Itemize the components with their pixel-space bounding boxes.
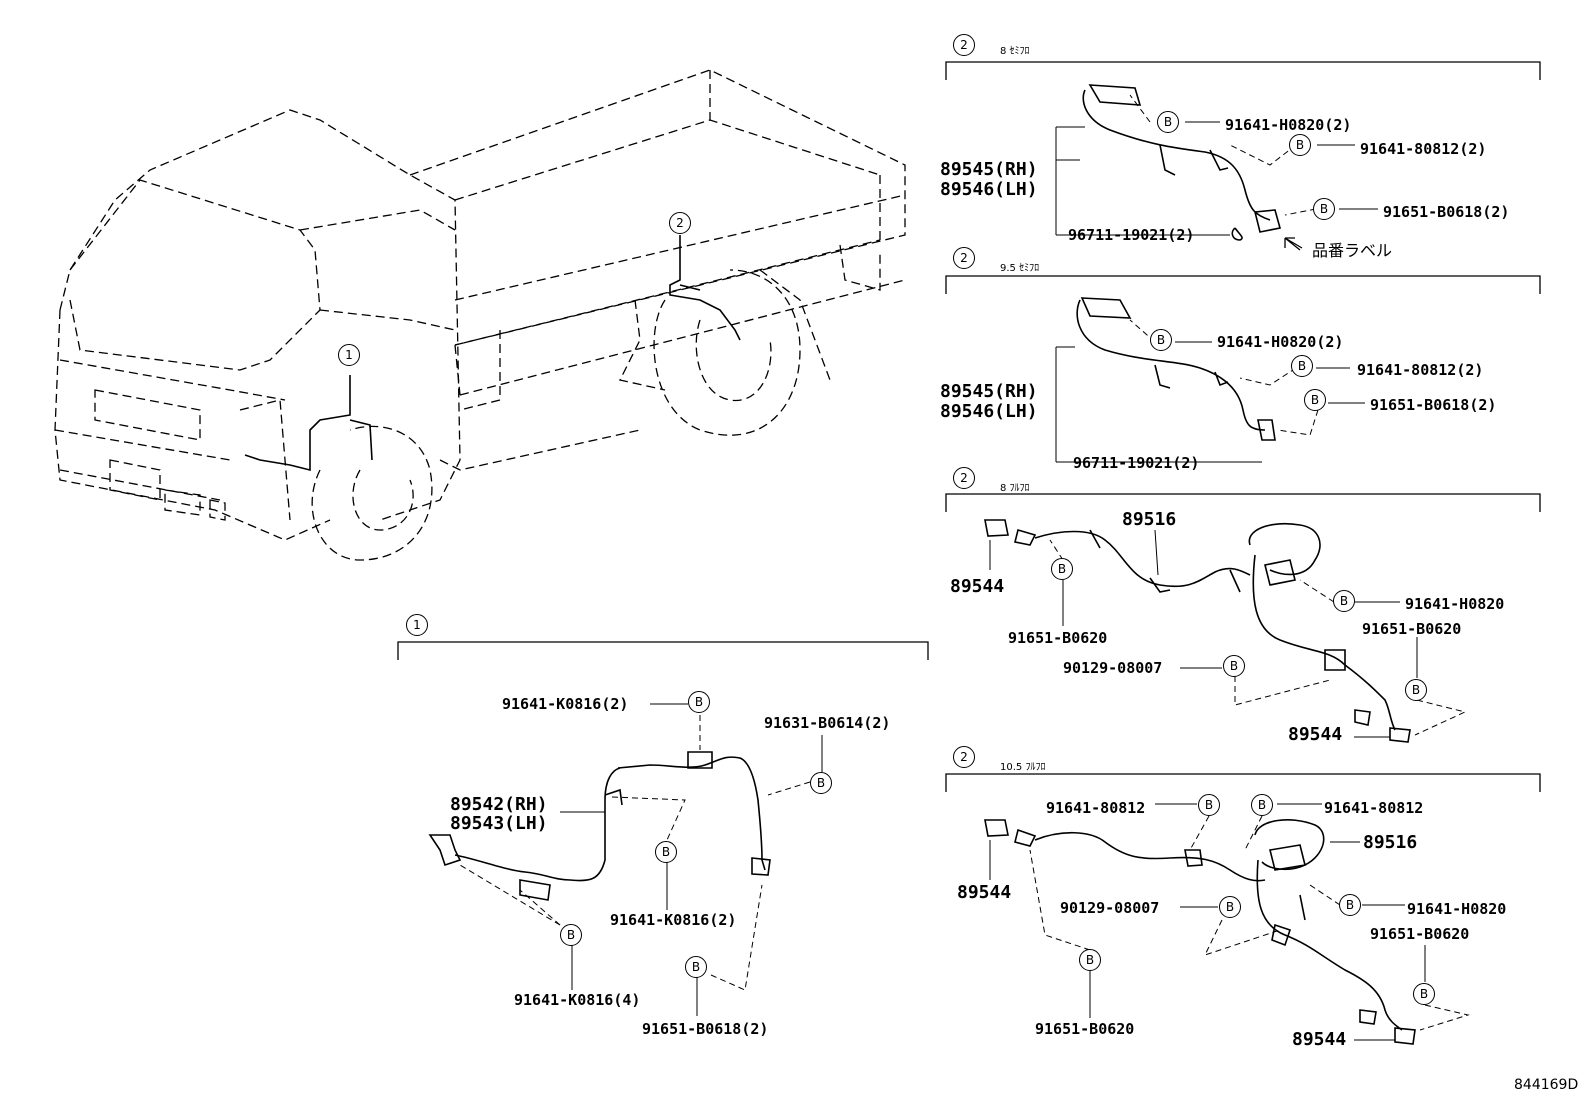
part-number: 91641-H0820 bbox=[1405, 595, 1505, 613]
part-number-rh: 89545(RH) bbox=[940, 159, 1038, 180]
part-number: 91641-80812(2) bbox=[1357, 361, 1484, 379]
bolt-b-marker: B bbox=[810, 772, 832, 794]
s2a-harness bbox=[1082, 84, 1282, 241]
bolt-b-marker: B bbox=[1051, 558, 1073, 580]
part-number: 89516 bbox=[1363, 832, 1418, 853]
bolt-b-marker: B bbox=[655, 841, 677, 863]
s2c-harness bbox=[984, 519, 1411, 743]
section-2d-number: 2 bbox=[953, 746, 975, 768]
part-number: 89544 bbox=[957, 882, 1012, 903]
section-2a-subtitle: 8 ｾﾐﾌﾛ bbox=[1000, 46, 1030, 57]
part-number: 96711-19021(2) bbox=[1068, 226, 1195, 244]
s2b-harness bbox=[1076, 297, 1276, 441]
bolt-b-marker: B bbox=[560, 924, 582, 946]
part-number: 90129-08007 bbox=[1063, 659, 1163, 677]
s1-leaders bbox=[560, 703, 823, 1016]
part-number: 91651-B0620 bbox=[1370, 925, 1470, 943]
bolt-b-marker: B bbox=[1405, 679, 1427, 701]
part-number: 91641-K0816(2) bbox=[502, 695, 629, 713]
part-number: 91651-B0618(2) bbox=[1383, 203, 1510, 221]
part-number-lh: 89546(LH) bbox=[940, 179, 1038, 200]
figure-id: 844169D bbox=[1514, 1077, 1579, 1093]
part-number: 89516 bbox=[1122, 509, 1177, 530]
bolt-b-marker: B bbox=[1219, 896, 1241, 918]
part-number: 91641-H0820(2) bbox=[1217, 333, 1344, 351]
part-number: 89544 bbox=[1288, 724, 1343, 745]
bolt-b-marker: B bbox=[1304, 389, 1326, 411]
part-number: 89544 bbox=[950, 576, 1005, 597]
s2d-harness bbox=[984, 819, 1416, 1045]
truck-harness bbox=[244, 235, 741, 472]
section-frames bbox=[397, 61, 1541, 792]
bolt-b-marker: B bbox=[1198, 794, 1220, 816]
section-2b-number: 2 bbox=[953, 247, 975, 269]
section-1-number: 1 bbox=[406, 614, 428, 636]
bolt-b-marker: B bbox=[1251, 794, 1273, 816]
part-number: 91651-B0620 bbox=[1035, 1020, 1135, 1038]
part-number: 90129-08007 bbox=[1060, 899, 1160, 917]
section-2c-number: 2 bbox=[953, 467, 975, 489]
label-note: 品番ラベル bbox=[1312, 241, 1393, 260]
bolt-b-marker: B bbox=[1313, 198, 1335, 220]
part-number: 91641-80812 bbox=[1046, 799, 1146, 817]
part-number: 89544 bbox=[1292, 1029, 1347, 1050]
part-number-rh: 89545(RH) bbox=[940, 381, 1038, 402]
part-number: 91641-80812(2) bbox=[1360, 140, 1487, 158]
callout-2: 2 bbox=[669, 212, 691, 234]
section-2c-subtitle: 8 ﾌﾙﾌﾛ bbox=[1000, 483, 1030, 494]
part-number: 91641-H0820 bbox=[1407, 900, 1507, 918]
bolt-b-marker: B bbox=[1333, 590, 1355, 612]
truck-outline bbox=[54, 69, 906, 561]
part-number: 96711-19021(2) bbox=[1073, 454, 1200, 472]
bolt-b-marker: B bbox=[1223, 655, 1245, 677]
bolt-b-marker: B bbox=[688, 691, 710, 713]
part-number: 91631-B0614(2) bbox=[764, 714, 891, 732]
s2b-leaders bbox=[1055, 341, 1365, 463]
s2a-leaders bbox=[1055, 121, 1378, 236]
bolt-b-marker: B bbox=[1150, 329, 1172, 351]
callout-1: 1 bbox=[338, 344, 360, 366]
s2c-leaders bbox=[989, 529, 1418, 738]
part-number-lh: 89543(LH) bbox=[450, 813, 548, 834]
part-number: 91641-H0820(2) bbox=[1225, 116, 1352, 134]
part-number: 91641-80812 bbox=[1324, 799, 1424, 817]
part-number: 91641-K0816(2) bbox=[610, 911, 737, 929]
part-number: 91641-K0816(4) bbox=[514, 991, 641, 1009]
part-number: 91651-B0618(2) bbox=[642, 1020, 769, 1038]
bolt-b-marker: B bbox=[1157, 111, 1179, 133]
s1-harness bbox=[428, 751, 771, 901]
bolt-b-marker: B bbox=[1289, 134, 1311, 156]
part-number: 91651-B0618(2) bbox=[1370, 396, 1497, 414]
part-number-rh: 89542(RH) bbox=[450, 794, 548, 815]
s2d-leaders bbox=[989, 803, 1426, 1041]
bolt-b-marker: B bbox=[685, 956, 707, 978]
part-number: 91651-B0620 bbox=[1362, 620, 1462, 638]
bolt-b-marker: B bbox=[1339, 894, 1361, 916]
part-number: 91651-B0620 bbox=[1008, 629, 1108, 647]
section-2a-number: 2 bbox=[953, 34, 975, 56]
part-number-lh: 89546(LH) bbox=[940, 401, 1038, 422]
bolt-b-marker: B bbox=[1413, 983, 1435, 1005]
arrow-icon bbox=[1284, 237, 1303, 251]
bolt-b-marker: B bbox=[1291, 355, 1313, 377]
section-2b-subtitle: 9.5 ｾﾐﾌﾛ bbox=[1000, 263, 1040, 274]
bolt-b-marker: B bbox=[1079, 949, 1101, 971]
section-2d-subtitle: 10.5 ﾌﾙﾌﾛ bbox=[1000, 762, 1046, 773]
